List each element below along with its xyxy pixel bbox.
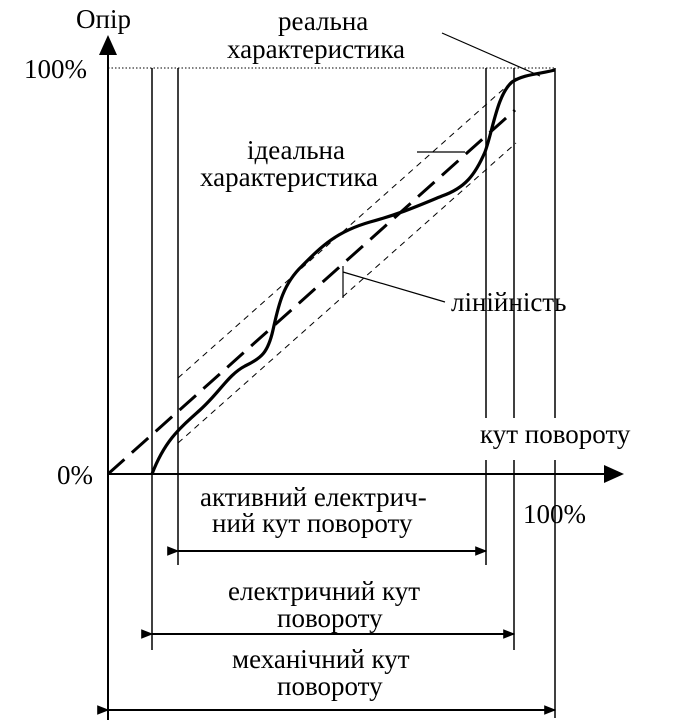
active-angle-label-line2: ний кут повороту: [212, 508, 413, 538]
real-characteristic-label-line1: реальна: [278, 6, 368, 36]
mechanical-angle-label-line1: механічний кут: [232, 644, 410, 674]
x-tick-100: 100%: [523, 499, 586, 529]
x-axis-arrow-icon: [604, 465, 624, 483]
electric-angle-label-line1: електричний кут: [228, 576, 420, 606]
y-tick-0: 0%: [57, 460, 93, 490]
active-angle-label-line1: активний електрич-: [200, 482, 427, 512]
linearity-leader: [342, 271, 446, 303]
real-characteristic-curve: [150, 68, 556, 475]
real-characteristic-label-line2: характеристика: [227, 34, 405, 64]
linearity-label: лінійність: [451, 287, 566, 317]
x-axis-label-background: [474, 418, 684, 460]
real-char-leader: [441, 32, 541, 77]
x-axis-label: кут повороту: [480, 419, 631, 449]
linearity-lower-bound: [177, 142, 517, 444]
y-tick-100: 100%: [24, 54, 87, 84]
linearity-upper-bound: [177, 77, 517, 379]
ideal-characteristic-label-line2: характеристика: [200, 162, 378, 192]
ideal-characteristic-line: [107, 108, 516, 476]
mechanical-angle-label-line2: повороту: [277, 671, 383, 701]
y-axis-label: Опір: [76, 4, 131, 34]
ideal-characteristic-label-line1: ідеальна: [247, 135, 345, 165]
y-axis-arrow-icon: [99, 35, 117, 55]
electric-angle-label-line2: повороту: [277, 603, 383, 633]
